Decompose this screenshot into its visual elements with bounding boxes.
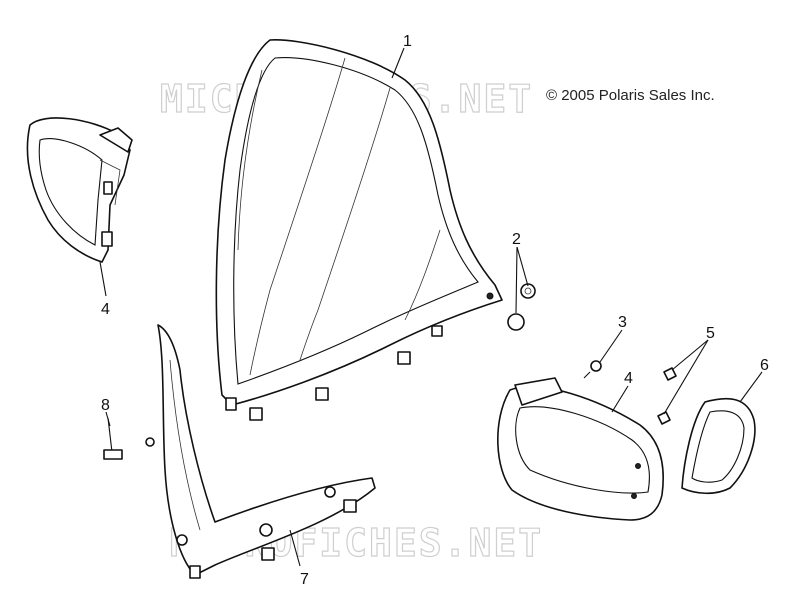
callout-4-right: 4 xyxy=(624,370,633,387)
callout-1: 1 xyxy=(403,33,412,50)
side-panel-right-part-4 xyxy=(497,377,664,521)
lower-trim-part-7 xyxy=(145,324,376,579)
callout-5: 5 xyxy=(706,325,715,342)
callout-4-left: 4 xyxy=(101,301,110,318)
callout-7: 7 xyxy=(300,571,309,588)
callout-3: 3 xyxy=(618,314,627,331)
windshield-part-1 xyxy=(215,39,503,421)
callout-6: 6 xyxy=(760,357,769,374)
callout-2: 2 xyxy=(512,231,521,248)
side-panel-left-part-4 xyxy=(26,117,133,263)
bolt-part-8 xyxy=(103,417,123,460)
leader-lines xyxy=(99,47,763,567)
trim-bezel-part-6 xyxy=(681,397,756,495)
copyright-notice: © 2005 Polaris Sales Inc. xyxy=(546,87,715,104)
callout-8: 8 xyxy=(101,397,110,414)
clip-part-5 xyxy=(657,367,677,425)
screw-part-3 xyxy=(583,360,602,379)
grommet-part-2 xyxy=(507,283,536,331)
